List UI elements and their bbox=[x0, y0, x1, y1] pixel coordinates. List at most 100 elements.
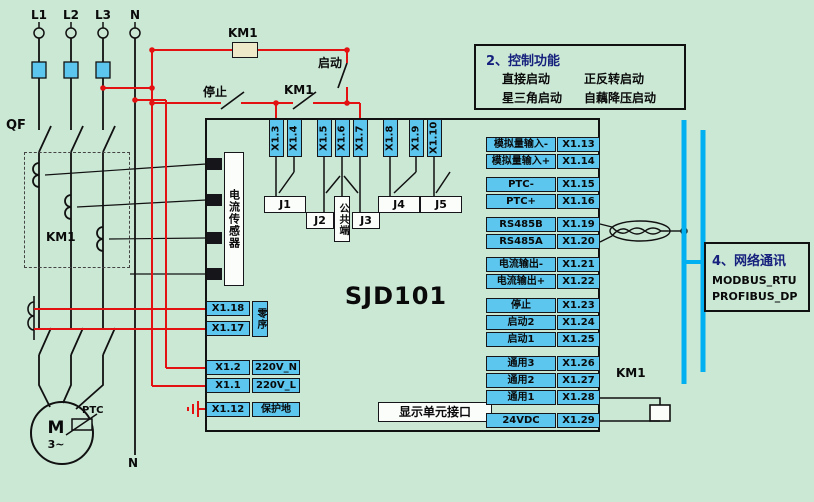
km1-coil-label: KM1 bbox=[616, 366, 646, 380]
km1-aux-box bbox=[232, 42, 258, 58]
label-start2-input: 启动2 bbox=[486, 315, 556, 330]
zero-sequence-ct-icon bbox=[27, 296, 35, 340]
label-rs485a: RS485A bbox=[486, 234, 556, 249]
terminal-x1-12: X1.12 bbox=[206, 402, 250, 417]
device-name: SJD101 bbox=[344, 282, 448, 310]
label-analog-in-minus: 模拟量输入- bbox=[486, 137, 556, 152]
current-sensor-box: 电流传感器 bbox=[224, 152, 244, 286]
label-general2: 通用2 bbox=[486, 373, 556, 388]
ground-icon bbox=[187, 401, 206, 417]
terminal-x1-26: X1.26 bbox=[557, 356, 600, 371]
label-analog-in-plus: 模拟量输入+ bbox=[486, 154, 556, 169]
relay-j1: J1 bbox=[264, 196, 306, 213]
protocol-profibus: PROFIBUS_DP bbox=[712, 290, 798, 303]
km1-aux-label: KM1 bbox=[228, 26, 258, 40]
label-rs485b: RS485B bbox=[486, 217, 556, 232]
terminal-x1-5: X1.5 bbox=[317, 119, 332, 157]
terminal-x1-23: X1.23 bbox=[557, 298, 600, 313]
label-start1-input: 启动1 bbox=[486, 332, 556, 347]
twisted-pair-icon bbox=[599, 220, 688, 243]
network-comm-box bbox=[704, 242, 810, 312]
control-mode-fwd-rev: 正反转启动 bbox=[584, 72, 645, 86]
ct-group-outline bbox=[24, 152, 130, 268]
relay-j5: J5 bbox=[420, 196, 462, 213]
motor-m-label: M bbox=[47, 418, 65, 438]
terminal-x1-25: X1.25 bbox=[557, 332, 600, 347]
label-general1: 通用1 bbox=[486, 390, 556, 405]
terminal-x1-6: X1.6 bbox=[335, 119, 350, 157]
junction-dots bbox=[100, 47, 350, 106]
terminal-x1-20: X1.20 bbox=[557, 234, 600, 249]
phase-label-n: N bbox=[129, 8, 141, 22]
phase-label-l3: L3 bbox=[95, 8, 111, 22]
sensor-input-pads bbox=[206, 158, 222, 280]
label-general3: 通用3 bbox=[486, 356, 556, 371]
label-24vdc: 24VDC bbox=[486, 413, 556, 428]
control-function-box bbox=[474, 44, 686, 110]
terminal-220v-n: 220V_N bbox=[252, 360, 300, 375]
terminal-x1-21: X1.21 bbox=[557, 257, 600, 272]
control-mode-direct: 直接启动 bbox=[502, 72, 551, 86]
relay-contact-wires bbox=[275, 157, 451, 212]
terminal-x1-15: X1.15 bbox=[557, 177, 600, 192]
label-stop-input: 停止 bbox=[486, 298, 556, 313]
control-function-title: 2、控制功能 bbox=[486, 54, 561, 69]
terminal-x1-9: X1.9 bbox=[409, 119, 424, 157]
ct-secondary-wires bbox=[44, 163, 207, 275]
display-interface-box: 显示单元接口 bbox=[378, 402, 492, 422]
terminal-x1-3: X1.3 bbox=[269, 119, 284, 157]
terminal-x1-29: X1.29 bbox=[557, 413, 600, 428]
relay-j4: J4 bbox=[378, 196, 420, 213]
control-mode-star-delta: 星三角启动 bbox=[502, 91, 563, 105]
terminal-x1-14: X1.14 bbox=[557, 154, 600, 169]
km1-breaker-label: KM1 bbox=[46, 230, 76, 244]
label-ptc-plus: PTC+ bbox=[486, 194, 556, 209]
network-comm-title: 4、网络通讯 bbox=[712, 254, 787, 269]
terminal-x1-28: X1.28 bbox=[557, 390, 600, 405]
start-button-label: 启动 bbox=[318, 56, 343, 70]
terminal-x1-18: X1.18 bbox=[206, 301, 250, 316]
ptc-label: PTC bbox=[82, 405, 104, 416]
control-mode-autotransformer: 自藕降压启动 bbox=[584, 91, 657, 105]
protective-earth-label: 保护地 bbox=[252, 402, 300, 417]
ptc-icon bbox=[65, 413, 98, 436]
qf-breaker-blades bbox=[38, 125, 116, 153]
red-wires bbox=[34, 49, 361, 387]
motor-icon bbox=[30, 401, 94, 465]
phase-label-l1: L1 bbox=[31, 8, 47, 22]
phase-label-l2: L2 bbox=[63, 8, 79, 22]
motor-phase-label: 3~ bbox=[47, 438, 65, 451]
terminal-x1-1: X1.1 bbox=[206, 378, 250, 393]
label-current-out-plus: 电流输出+ bbox=[486, 274, 556, 289]
stop-button-label: 停止 bbox=[203, 85, 228, 99]
network-bus-lines bbox=[681, 120, 706, 384]
phase-terminal-circles bbox=[33, 22, 141, 39]
phase-wires bbox=[38, 38, 136, 455]
terminal-x1-17: X1.17 bbox=[206, 321, 250, 336]
terminal-x1-16: X1.16 bbox=[557, 194, 600, 209]
km1-contact-label: KM1 bbox=[284, 83, 314, 97]
terminal-x1-4: X1.4 bbox=[287, 119, 302, 157]
km1-coil-icon bbox=[600, 397, 671, 422]
zero-sequence-label: 零序 bbox=[252, 301, 268, 337]
ct-coil-icons bbox=[32, 162, 104, 252]
km1-contact-blades bbox=[38, 327, 116, 356]
label-ptc-minus: PTC- bbox=[486, 177, 556, 192]
terminal-x1-2: X1.2 bbox=[206, 360, 250, 375]
protocol-modbus: MODBUS_RTU bbox=[712, 274, 797, 287]
terminal-x1-7: X1.7 bbox=[353, 119, 368, 157]
relay-j3: J3 bbox=[352, 212, 380, 229]
terminal-220v-l: 220V_L bbox=[252, 378, 300, 393]
terminal-x1-27: X1.27 bbox=[557, 373, 600, 388]
neutral-bottom-label: N bbox=[128, 456, 139, 470]
terminal-x1-13: X1.13 bbox=[557, 137, 600, 152]
terminal-x1-8: X1.8 bbox=[383, 119, 398, 157]
control-contact-blades bbox=[220, 62, 348, 110]
terminal-x1-10: X1.10 bbox=[427, 119, 442, 157]
label-current-out-minus: 电流输出- bbox=[486, 257, 556, 272]
terminal-x1-24: X1.24 bbox=[557, 315, 600, 330]
common-terminal-box: 公共端 bbox=[334, 196, 350, 242]
terminal-x1-19: X1.19 bbox=[557, 217, 600, 232]
